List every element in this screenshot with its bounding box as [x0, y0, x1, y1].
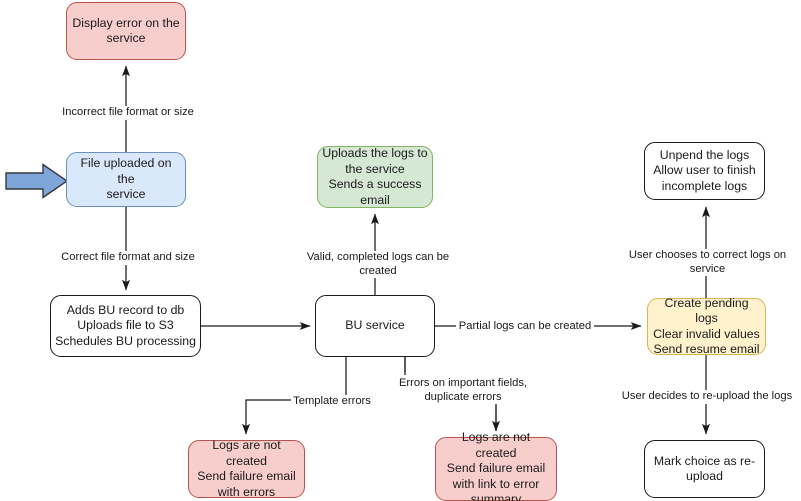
node-file-uploaded[interactable]: File uploaded on the service — [66, 152, 186, 207]
node-bu-service[interactable]: BU service — [315, 295, 435, 357]
edge-label-incorrect-format: Incorrect file format or size — [57, 106, 199, 120]
entry-block-arrow — [5, 163, 69, 199]
node-uploads-logs[interactable]: Uploads the logs to the service Sends a … — [317, 146, 433, 208]
node-unpend-logs[interactable]: Unpend the logs Allow user to finish inc… — [644, 142, 765, 200]
edge-label-user-reupload: User decides to re-upload the logs — [616, 390, 798, 404]
edge-label-partial-logs: Partial logs can be created — [456, 320, 594, 334]
node-display-error[interactable]: Display error on the service — [66, 2, 186, 60]
edge-label-template-errors: Template errors — [291, 395, 373, 409]
node-adds-bu-record[interactable]: Adds BU record to db Uploads file to S3 … — [50, 295, 201, 357]
node-logs-not-created-with-link[interactable]: Logs are not created Send failure email … — [435, 430, 557, 501]
edge-label-valid-completed: Valid, completed logs can be created — [285, 251, 471, 278]
edge-label-user-chooses-correct: User chooses to correct logs on service — [610, 249, 801, 276]
node-mark-choice-reupload[interactable]: Mark choice as re- upload — [644, 440, 765, 498]
node-create-pending-logs[interactable]: Create pending logs Clear invalid values… — [647, 296, 766, 356]
edge-label-correct-format: Correct file format and size — [57, 251, 199, 265]
edge-label-errors-important-fields: Errors on important fields, duplicate er… — [395, 377, 531, 404]
node-logs-not-created-with-errors[interactable]: Logs are not created Send failure email … — [188, 438, 305, 499]
